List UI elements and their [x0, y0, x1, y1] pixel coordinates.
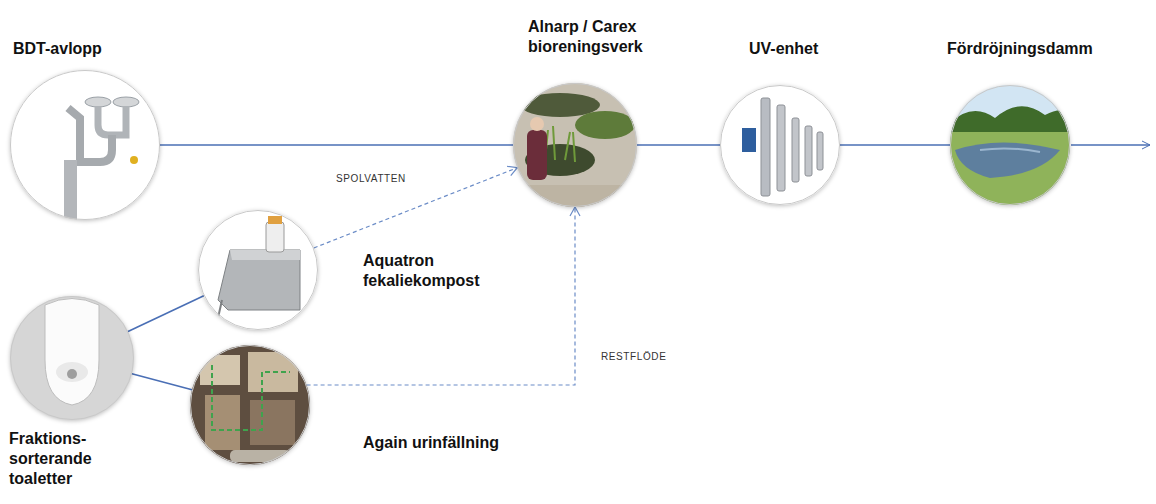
dashed-flow-arrow [307, 207, 575, 385]
dashed-flow-arrow [314, 168, 518, 248]
node-label: Fördröjningsdamm [947, 39, 1093, 59]
uv-illustration [715, 80, 845, 210]
node-label: Aquatron fekaliekompost [363, 251, 503, 291]
urine-unit-illustration [185, 340, 315, 470]
node-label: Again urinfällning [363, 433, 499, 453]
node-label: Alnarp / Carex bioreningsverk [528, 17, 660, 57]
toilet-illustration [5, 290, 140, 425]
flow-line [840, 144, 950, 146]
urine-node: Again urinfällning [190, 345, 310, 465]
node-label: BDT-avlopp [13, 39, 102, 59]
flow-line [128, 296, 204, 332]
node-label: Fraktions- sorterande toaletter [9, 429, 113, 489]
flow-line [160, 144, 513, 146]
compost-node: Aquatron fekaliekompost [198, 210, 318, 330]
toilet-node: Fraktions- sorterande toaletter [10, 296, 134, 420]
outflow-arrow [1071, 144, 1150, 146]
compost-illustration [195, 205, 325, 335]
pond-illustration [945, 80, 1075, 212]
flow-line [132, 374, 192, 390]
drain-node: BDT-avlopp [10, 70, 160, 220]
flow-label: SPOLVATTEN [333, 172, 409, 185]
flow-label: RESTFLÖDE [598, 350, 669, 363]
pond-node: Fördröjningsdamm [950, 85, 1070, 205]
uv-node: UV-enhet [720, 85, 840, 205]
drain-illustration [0, 60, 170, 230]
node-label: UV-enhet [749, 39, 818, 59]
wetland-illustration [510, 80, 640, 215]
flow-line [637, 144, 720, 146]
wetland-node: Alnarp / Carex bioreningsverk [513, 83, 637, 207]
